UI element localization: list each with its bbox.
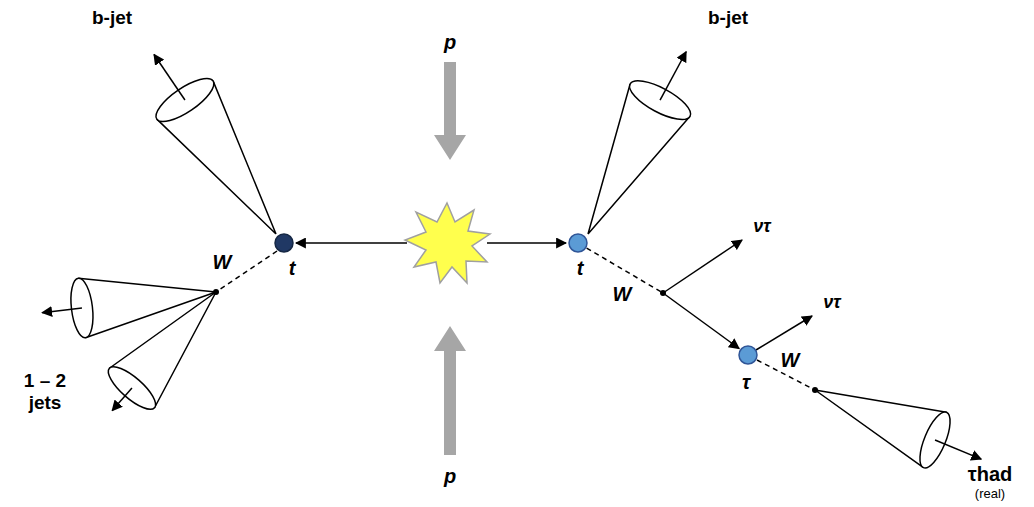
- neutrino-label: ντ: [823, 292, 840, 313]
- neutrino-label: ντ: [753, 216, 770, 237]
- beam-label: p: [444, 31, 456, 54]
- particle-vertex: t: [568, 233, 588, 253]
- jet-cone: [39, 262, 220, 342]
- jet-cone: [126, 35, 304, 253]
- boson-label: W: [781, 349, 800, 372]
- collision-star: [405, 203, 490, 283]
- boson-label: W: [613, 283, 632, 306]
- jet-label: 1 – 2 jets: [17, 370, 73, 414]
- decay-vertex: [213, 289, 219, 295]
- jet-cone: [803, 362, 992, 487]
- tau-note: (real): [975, 487, 1005, 502]
- momentum-arrow: [296, 242, 407, 244]
- particle-circle: [274, 233, 294, 253]
- beam-label: p: [444, 465, 456, 488]
- decay-vertex: [812, 387, 818, 393]
- particle-circle: [738, 345, 758, 365]
- particle-circle: [568, 233, 588, 253]
- particle-vertex: t: [274, 233, 294, 253]
- momentum-arrow: [487, 242, 566, 244]
- jet-cone: [90, 272, 239, 430]
- particle-label: t: [289, 257, 296, 280]
- neutrino-arrow: [663, 240, 742, 293]
- particle-label: τ: [742, 371, 750, 394]
- w-boson-connector: [587, 248, 739, 348]
- tau-label: τhad: [968, 463, 1012, 486]
- particle-vertex: τ: [738, 345, 758, 365]
- particle-label: t: [577, 257, 584, 280]
- jet-label: b-jet: [92, 7, 132, 29]
- neutrino-arrow: [756, 316, 812, 350]
- boson-label: W: [213, 251, 232, 274]
- jet-label: b-jet: [708, 7, 748, 29]
- connector-layer: [587, 248, 739, 348]
- jet-cone: [558, 36, 716, 250]
